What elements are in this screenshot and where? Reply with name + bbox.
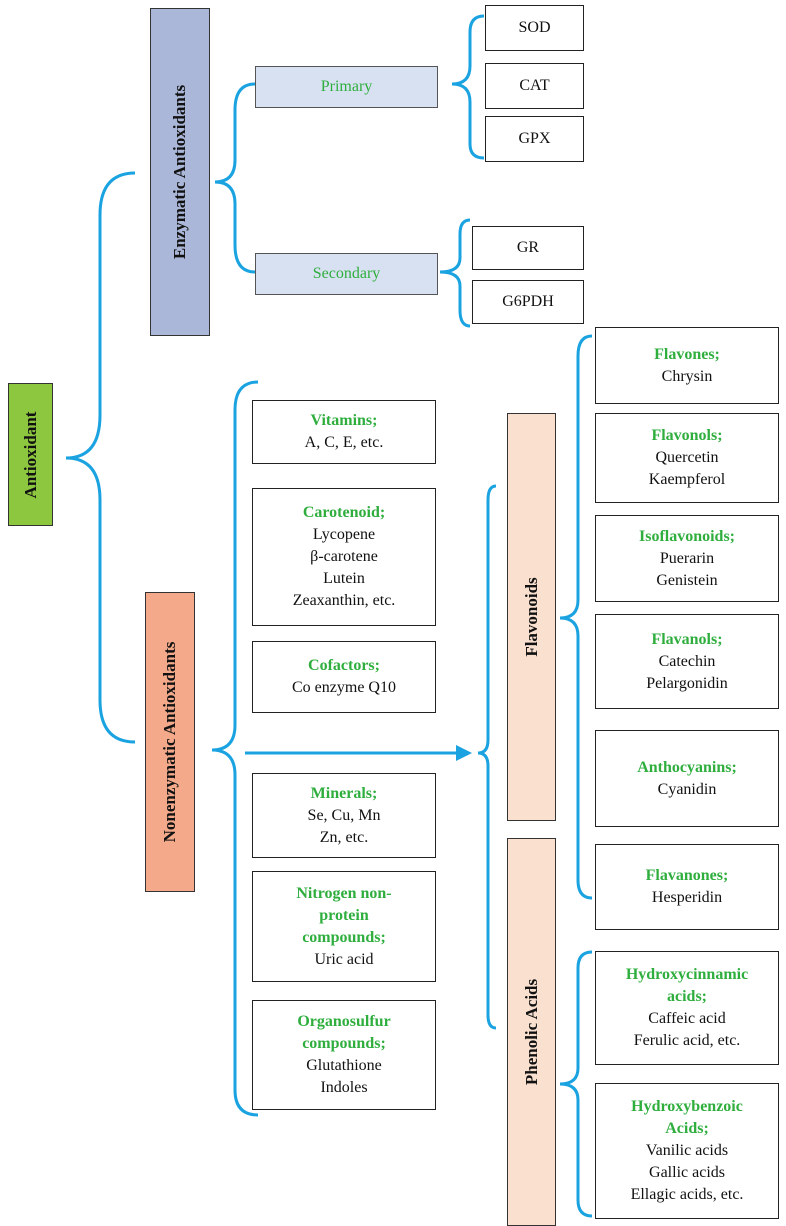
- enzyme-box-sod: SOD: [485, 5, 584, 51]
- class-title: Hydroxybenzoic Acids;: [631, 1098, 743, 1137]
- class-line: Ellagic acids, etc.: [630, 1186, 744, 1203]
- class-title: Anthocyanins;: [637, 758, 737, 776]
- class-line: Chrysin: [661, 367, 713, 385]
- group-line: Zeaxanthin, etc.: [292, 592, 396, 609]
- flavonoid-box-flavonols: Flavonols; Quercetin Kaempferol: [595, 413, 779, 503]
- class-line: Hesperidin: [651, 889, 723, 906]
- class-line: Genistein: [656, 571, 718, 589]
- class-line: Puerarin: [659, 549, 715, 567]
- class-title: Flavanones;: [645, 867, 729, 884]
- brace-phenolic-acids: [559, 950, 593, 1218]
- class-line: Cyanidin: [657, 780, 717, 798]
- group-title: Organosulfur compounds;: [297, 1013, 391, 1052]
- brace-root: [65, 171, 136, 744]
- primary-box: Primary: [255, 66, 438, 108]
- phenolic-acids-box: Phenolic Acids: [507, 838, 556, 1226]
- brace-flavonoids: [559, 334, 593, 900]
- phenolic-acids-label: Phenolic Acids: [521, 978, 541, 1086]
- secondary-label: Secondary: [312, 265, 381, 282]
- group-line: Co enzyme Q10: [292, 679, 396, 696]
- group-box-organosulfur: Organosulfur compounds; Glutathione Indo…: [252, 1000, 436, 1110]
- class-line: Gallic acids: [649, 1164, 725, 1181]
- group-box-minerals: Minerals; Se, Cu, Mn Zn, etc.: [252, 773, 436, 858]
- group-line: Lycopene: [312, 526, 376, 543]
- class-line: Pelargonidin: [646, 674, 728, 692]
- group-box-vitamins: Vitamins; A, C, E, etc.: [252, 400, 436, 464]
- nonenzymatic-antioxidants-box: Nonenzymatic Antioxidants: [145, 592, 195, 892]
- brace-secondary: [439, 218, 471, 328]
- flavonoids-label: Flavonoids: [521, 577, 541, 657]
- group-line: Se, Cu, Mn: [307, 806, 381, 824]
- group-title: Vitamins;: [310, 412, 378, 429]
- antioxidant-box: Antioxidant: [8, 383, 53, 526]
- enzyme-box-cat: CAT: [485, 63, 584, 109]
- class-line: Kaempferol: [648, 471, 726, 488]
- group-box-cofactors: Cofactors; Co enzyme Q10: [252, 641, 436, 713]
- flavonoid-box-flavones: Flavones; Chrysin: [595, 327, 779, 404]
- class-line: Vanilic acids: [645, 1142, 729, 1159]
- group-title: Nitrogen non-protein compounds;: [296, 884, 392, 946]
- flavonoid-box-flavanones: Flavanones; Hesperidin: [595, 844, 779, 930]
- group-line: Glutathione: [306, 1057, 382, 1074]
- group-line: Indoles: [320, 1079, 368, 1096]
- phenolic-box-hydroxybenzoic: Hydroxybenzoic Acids; Vanilic acids Gall…: [595, 1083, 779, 1219]
- enzymatic-antioxidants-box: Enzymatic Antioxidants: [150, 8, 210, 336]
- group-title: Minerals;: [310, 784, 378, 802]
- class-title: Flavanols;: [651, 630, 723, 648]
- flavonoid-box-flavanols: Flavanols; Catechin Pelargonidin: [595, 614, 779, 709]
- brace-polyphenols: [477, 484, 497, 1030]
- enzyme-box-gr: GR: [472, 226, 584, 270]
- enzyme-label: SOD: [518, 19, 551, 36]
- flavonoids-box: Flavonoids: [507, 413, 556, 821]
- group-line: A, C, E, etc.: [304, 434, 384, 451]
- antioxidant-label: Antioxidant: [20, 411, 40, 498]
- nonenzymatic-antioxidants-label: Nonenzymatic Antioxidants: [160, 641, 179, 843]
- enzyme-box-gpx: GPX: [485, 116, 584, 162]
- class-line: Quercetin: [655, 449, 719, 466]
- enzyme-label: CAT: [519, 77, 550, 94]
- class-title: Isoflavonoids;: [638, 527, 736, 545]
- group-box-nitrogen-compounds: Nitrogen non-protein compounds; Uric aci…: [252, 871, 436, 982]
- class-title: Hydroxycinnamic acids;: [625, 966, 749, 1005]
- class-title: Flavonols;: [651, 427, 723, 444]
- brace-enzymatic: [214, 82, 256, 274]
- secondary-box: Secondary: [255, 253, 438, 295]
- enzyme-label: GR: [516, 239, 540, 256]
- class-line: Catechin: [658, 652, 716, 670]
- group-line: Lutein: [323, 570, 365, 587]
- enzyme-label: GPX: [518, 130, 551, 147]
- arrow-head: [456, 745, 472, 761]
- group-title: Cofactors;: [308, 657, 380, 674]
- phenolic-box-hydroxycinnamic: Hydroxycinnamic acids; Caffeic acid Feru…: [595, 951, 779, 1065]
- group-box-carotenoid: Carotenoid; Lycopene β-carotene Lutein Z…: [252, 488, 436, 626]
- flavonoid-box-anthocyanins: Anthocyanins; Cyanidin: [595, 730, 779, 827]
- group-line: β-carotene: [310, 548, 378, 565]
- group-title: Carotenoid;: [302, 504, 386, 521]
- enzyme-box-g6pdh: G6PDH: [472, 280, 584, 324]
- flavonoid-box-isoflavonoids: Isoflavonoids; Puerarin Genistein: [595, 515, 779, 602]
- brace-nonenzymatic: [211, 380, 259, 1117]
- group-line: Uric acid: [314, 950, 374, 968]
- group-line: Zn, etc.: [319, 828, 369, 846]
- enzyme-label: G6PDH: [502, 293, 554, 310]
- class-line: Ferulic acid, etc.: [633, 1032, 741, 1049]
- class-line: Caffeic acid: [648, 1010, 726, 1027]
- enzymatic-antioxidants-label: Enzymatic Antioxidants: [170, 84, 189, 260]
- class-title: Flavones;: [654, 345, 720, 363]
- brace-primary: [451, 14, 485, 160]
- primary-label: Primary: [320, 78, 373, 95]
